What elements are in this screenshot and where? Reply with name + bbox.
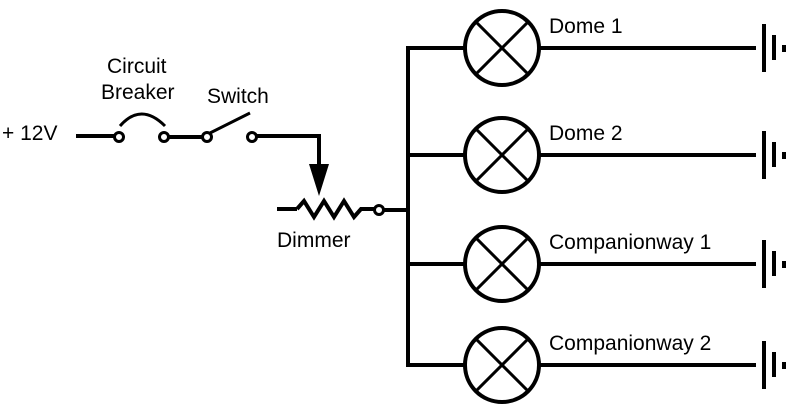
supply-label: + 12V	[2, 122, 57, 145]
ground-icon	[762, 341, 786, 389]
breaker-label-line2: Breaker	[101, 81, 175, 104]
lamp-branch: Dome 1	[406, 9, 786, 87]
breaker-terminal-left	[113, 131, 125, 143]
wire-switch-dimmer	[257, 134, 321, 166]
switch-terminal-left	[201, 131, 213, 143]
lamp-branch: Dome 2	[406, 116, 786, 194]
dimmer-terminal	[373, 204, 385, 216]
lamp-label: Dome 2	[549, 122, 623, 145]
circuit-breaker	[113, 112, 170, 143]
switch-label: Switch	[207, 85, 269, 108]
lamp-cross-b	[474, 20, 530, 76]
lamp-cross-b	[474, 127, 530, 183]
breaker-label-line1: Circuit	[107, 55, 167, 78]
ground-icon	[762, 24, 786, 72]
dimmer	[277, 197, 385, 221]
breaker-terminal-right	[158, 131, 170, 143]
lamp-label: Companionway 2	[549, 332, 711, 355]
lamp-branch: Companionway 1	[406, 225, 786, 303]
lamp-branch: Companionway 2	[406, 326, 786, 404]
dimmer-wiper-arrow	[309, 164, 329, 196]
ground-icon	[762, 131, 786, 179]
breaker-arc	[118, 112, 167, 128]
dimmer-label: Dimmer	[277, 229, 351, 252]
resistor-zigzag	[295, 197, 374, 221]
lamp-label: Dome 1	[549, 15, 623, 38]
lamp-cross-b	[474, 337, 530, 393]
switch-terminal-right	[246, 131, 258, 143]
switch-blade	[209, 111, 251, 135]
ground-icon	[762, 240, 786, 288]
switch	[201, 111, 258, 143]
lamp-label: Companionway 1	[549, 231, 711, 254]
lamp-branches: Dome 1 Dome 2 Companionway 1 Companionway 2	[406, 9, 786, 404]
lamp-cross-b	[474, 236, 530, 292]
